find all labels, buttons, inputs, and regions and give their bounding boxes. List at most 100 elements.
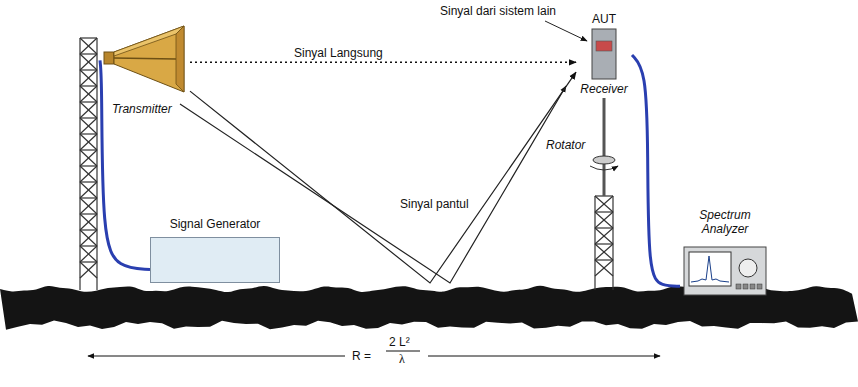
analyzer-button: [757, 284, 762, 289]
tower-brace: [595, 228, 613, 244]
tower-brace: [80, 85, 97, 86]
tower-brace: [80, 246, 97, 262]
tower-leg: [96, 38, 97, 290]
spectrum-trace: [691, 256, 729, 282]
tower-brace: [80, 150, 97, 166]
tower-brace: [595, 243, 613, 244]
tower-brace: [80, 229, 97, 230]
tower-brace: [80, 134, 97, 150]
spectrum-analyzer: Spectrum Analyzer: [680, 208, 770, 300]
node-label: Transmitter: [112, 102, 172, 116]
tower-brace: [595, 212, 613, 228]
tower-brace: [80, 38, 97, 54]
formula-text: λ: [399, 352, 405, 366]
tower-brace: [595, 259, 613, 260]
tower-brace: [80, 182, 97, 198]
tower-brace: [80, 166, 97, 182]
tower-brace: [595, 244, 613, 260]
tower-brace: [595, 244, 613, 260]
tower-brace: [80, 150, 97, 166]
antenna-panel: [592, 29, 616, 79]
tower-brace: [80, 166, 97, 182]
note-label: Sinyal dari sistem lain: [440, 4, 556, 18]
signal-label: Sinyal pantul: [398, 197, 471, 211]
tower-brace: [80, 70, 97, 86]
tower-brace: [80, 181, 97, 182]
distance-arrow: [428, 356, 660, 357]
tower-brace: [595, 196, 613, 212]
tower-brace: [80, 133, 97, 134]
formula-text: R =: [352, 349, 371, 363]
antenna-under-test: AUT Receiver: [576, 12, 632, 98]
tower-brace: [595, 212, 613, 228]
fraction-bar: [386, 351, 420, 352]
node-sublabel: Receiver: [580, 82, 627, 96]
tower-brace: [80, 262, 97, 278]
analyzer-case: [684, 247, 766, 295]
tower-brace: [80, 117, 97, 118]
analyzer-screen: [689, 252, 731, 286]
signal-generator: Signal Generator: [150, 215, 280, 283]
tower-brace: [80, 69, 97, 70]
tower-brace: [80, 262, 97, 278]
tower-brace: [80, 102, 97, 118]
tower-brace: [80, 198, 97, 214]
tower-brace: [80, 70, 97, 86]
analyzer-device: [680, 246, 770, 298]
tower-brace: [80, 198, 97, 214]
tower-brace: [80, 149, 97, 150]
horn-throat: [104, 52, 114, 64]
tower-brace: [595, 260, 613, 276]
tower-brace: [80, 230, 97, 246]
antenna-sticker: [596, 41, 612, 51]
transmitter-antenna: Transmitter: [100, 22, 190, 118]
tower-brace: [80, 37, 97, 38]
tower-brace: [80, 101, 97, 102]
analyzer-button: [743, 284, 748, 289]
horn-antenna: [100, 22, 190, 98]
analyzer-knob: [739, 259, 757, 277]
signal-label: Sinyal Langsung: [292, 46, 385, 60]
generator-box: [150, 237, 280, 283]
formula-text: 2 L²: [389, 335, 410, 349]
tower-brace: [80, 261, 97, 262]
horn-face: [114, 26, 184, 56]
tower-brace: [80, 118, 97, 134]
tower-brace: [80, 182, 97, 198]
node-label: Signal Generator: [170, 217, 261, 231]
tower-brace: [80, 197, 97, 198]
rf-cable: [632, 55, 680, 286]
signal-ray: [190, 62, 576, 63]
node-label: Spectrum Analyzer: [680, 208, 770, 236]
tower-brace: [595, 228, 613, 244]
horn-mouth: [176, 26, 184, 92]
part-label: Rotator: [546, 138, 585, 152]
tower-brace: [80, 230, 97, 246]
rf-cable: [100, 60, 150, 269]
tower-brace: [595, 227, 613, 228]
node-label: AUT: [592, 12, 616, 26]
interference-arrow: [545, 21, 587, 41]
tower-brace: [80, 213, 97, 214]
tower-brace: [80, 134, 97, 150]
aut-housing: [576, 27, 632, 81]
tower-brace: [80, 246, 97, 262]
tower-brace: [80, 118, 97, 134]
horn-body: [114, 26, 184, 92]
tower-brace: [80, 54, 97, 70]
tower-brace: [80, 53, 97, 54]
analyzer-button: [750, 284, 755, 289]
tower-brace: [80, 86, 97, 102]
distance-arrow: [88, 356, 345, 357]
analyzer-button: [736, 284, 741, 289]
tower-brace: [80, 165, 97, 166]
tower-brace: [80, 214, 97, 230]
tower-brace: [80, 38, 97, 54]
tower-brace: [80, 102, 97, 118]
tower-leg: [79, 38, 80, 290]
tower-brace: [595, 260, 613, 276]
tower-brace: [80, 245, 97, 246]
tower-brace: [80, 54, 97, 70]
rotator-disc: [593, 156, 615, 164]
